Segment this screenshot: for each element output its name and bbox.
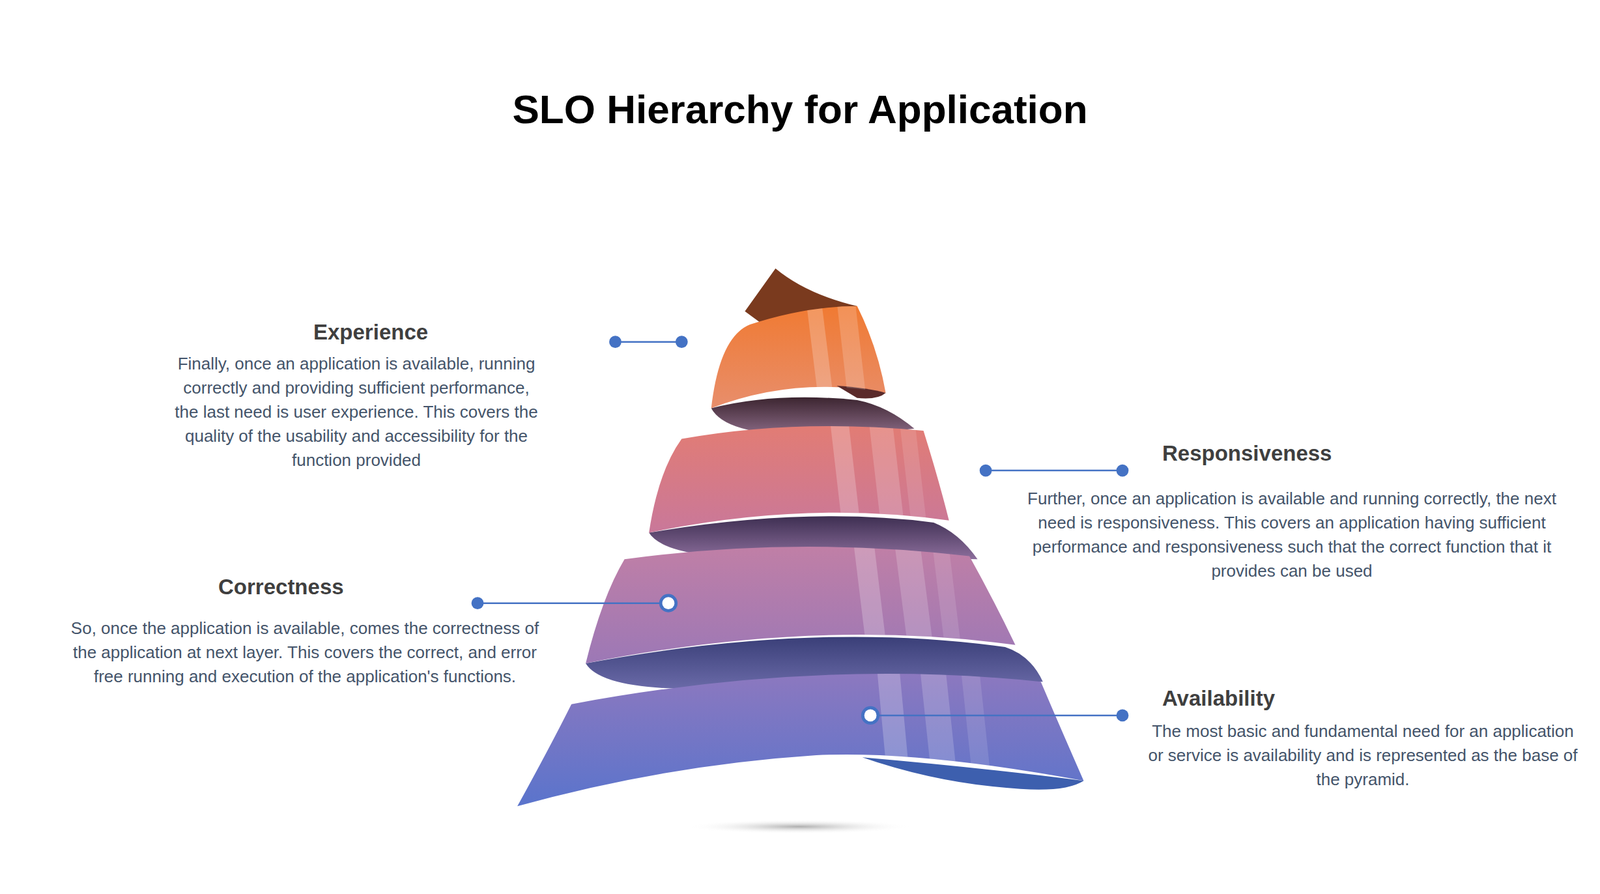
callout-heading: Experience bbox=[313, 318, 539, 346]
diagram-title: SLO Hierarchy for Application bbox=[0, 83, 1600, 136]
callout-block: ExperienceFinally, once an application i… bbox=[173, 318, 539, 473]
callout-description: So, once the application is available, c… bbox=[70, 616, 540, 689]
ground-shadow bbox=[686, 819, 912, 834]
leader-ring bbox=[861, 706, 880, 725]
callout-heading: Availability bbox=[1162, 684, 1578, 713]
leader-dot bbox=[979, 464, 993, 477]
leader-line bbox=[870, 714, 1123, 717]
callout-block: AvailabilityThe most basic and fundament… bbox=[1147, 684, 1578, 792]
leader-lines bbox=[471, 335, 1129, 725]
leader-ring bbox=[662, 596, 675, 610]
leader-line bbox=[477, 601, 669, 604]
leader-dot bbox=[1116, 464, 1129, 477]
leader-dot bbox=[609, 335, 622, 348]
band-highlight bbox=[852, 530, 965, 673]
band-highlight bbox=[805, 300, 868, 408]
callout-heading: Responsiveness bbox=[1162, 439, 1566, 468]
band-highlight bbox=[828, 407, 929, 541]
leader-ring bbox=[864, 709, 877, 722]
callout-description: Further, once an application is availabl… bbox=[1018, 486, 1566, 584]
band-highlight bbox=[875, 652, 995, 817]
callout-block: CorrectnessSo, once the application is a… bbox=[70, 573, 540, 689]
leader-dot bbox=[471, 596, 485, 610]
leader-line bbox=[985, 469, 1123, 472]
callout-block: ResponsivenessFurther, once an applicati… bbox=[1018, 439, 1566, 584]
callout-description: The most basic and fundamental need for … bbox=[1147, 719, 1578, 792]
callout-description: Finally, once an application is availabl… bbox=[173, 351, 539, 473]
leader-ring bbox=[659, 594, 678, 613]
leader-line bbox=[614, 340, 682, 343]
leader-dot bbox=[1116, 709, 1129, 722]
callout-heading: Correctness bbox=[218, 573, 540, 601]
availability-band bbox=[517, 673, 1084, 806]
leader-dot bbox=[675, 335, 688, 348]
